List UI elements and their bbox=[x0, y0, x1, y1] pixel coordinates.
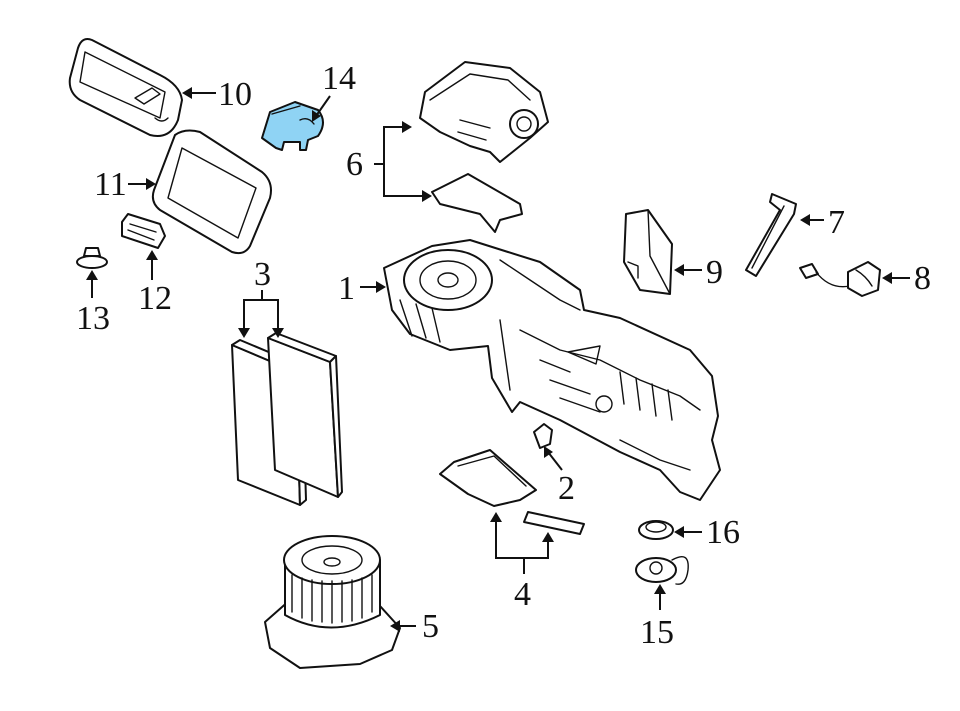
part-3-filters[interactable] bbox=[231, 332, 343, 506]
part-4-seal[interactable] bbox=[439, 449, 585, 535]
part-16-grommet[interactable] bbox=[638, 520, 674, 540]
part-9-module[interactable] bbox=[623, 209, 673, 295]
part-8-harness[interactable] bbox=[799, 261, 881, 297]
part-15-drain[interactable] bbox=[635, 556, 689, 585]
callout-9: 9 bbox=[706, 254, 723, 291]
part-10-cover[interactable] bbox=[68, 38, 183, 137]
part-2-valve[interactable] bbox=[533, 423, 553, 449]
callout-5: 5 bbox=[422, 608, 439, 645]
callout-14: 14 bbox=[322, 60, 356, 97]
part-7-sensor[interactable] bbox=[745, 193, 797, 277]
callout-16: 16 bbox=[706, 514, 740, 551]
callout-12: 12 bbox=[138, 280, 172, 317]
callout-2: 2 bbox=[558, 470, 575, 507]
callout-3: 3 bbox=[254, 256, 271, 293]
callout-7: 7 bbox=[828, 204, 845, 241]
part-5-blower-motor[interactable] bbox=[264, 535, 401, 669]
part-6-duct[interactable] bbox=[419, 61, 549, 233]
callout-4: 4 bbox=[514, 576, 531, 613]
part-14-actuator[interactable] bbox=[261, 101, 324, 151]
leader-lines bbox=[86, 87, 910, 632]
callout-15: 15 bbox=[640, 614, 674, 651]
callout-10: 10 bbox=[218, 76, 252, 113]
part-1-hvac-case[interactable] bbox=[383, 239, 721, 501]
callout-1: 1 bbox=[338, 270, 355, 307]
callout-6: 6 bbox=[346, 146, 363, 183]
part-13-pin[interactable] bbox=[76, 247, 108, 269]
callout-13: 13 bbox=[76, 300, 110, 337]
part-11-gasket[interactable] bbox=[151, 129, 272, 255]
part-12-clip[interactable] bbox=[121, 213, 166, 249]
callout-8: 8 bbox=[914, 260, 931, 297]
callout-11: 11 bbox=[94, 166, 127, 203]
